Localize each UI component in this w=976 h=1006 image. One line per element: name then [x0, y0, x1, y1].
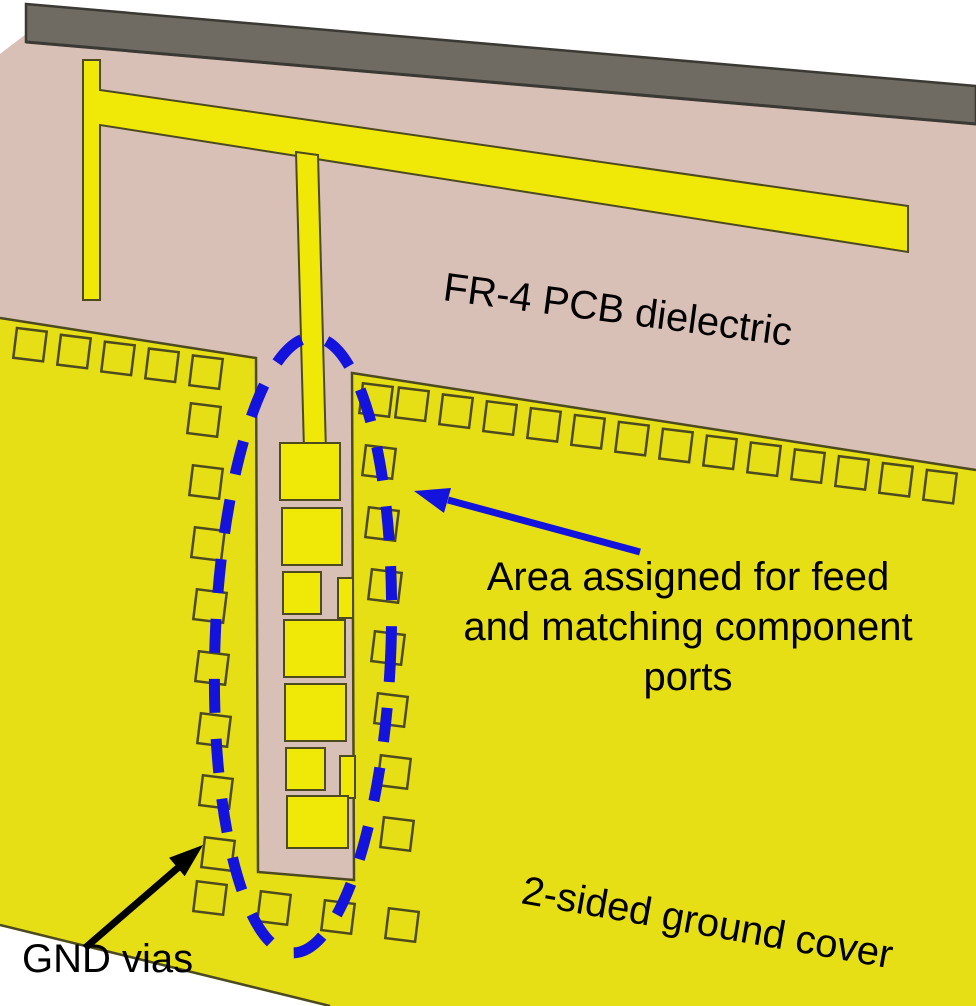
- gnd-via: [255, 889, 293, 927]
- board-top-edge-line: [25, 40, 976, 126]
- gnd-vias-arrow: [82, 845, 203, 951]
- component-pad: [281, 507, 343, 566]
- gnd-via: [789, 447, 827, 485]
- gnd-vias-arrow-shaft: [82, 863, 183, 951]
- component-pad: [285, 747, 326, 791]
- gnd-via: [437, 393, 475, 430]
- feed-area-arrow-head: [414, 488, 451, 513]
- gnd-via: [191, 879, 229, 917]
- gnd-via: [525, 406, 563, 443]
- component-pad: [286, 795, 349, 849]
- feed-trace-group: [82, 59, 909, 454]
- feed-trace-horizontal: [82, 59, 909, 301]
- gnd-via: [191, 587, 229, 625]
- component-pad: [279, 442, 341, 501]
- feed-area-arrow-shaft: [447, 496, 641, 556]
- gnd-via: [921, 468, 959, 505]
- gnd-via: [393, 386, 431, 423]
- label-gnd-vias: GND vias: [22, 937, 193, 981]
- gnd-via: [199, 835, 237, 873]
- component-pad: [284, 683, 347, 742]
- gnd-via: [143, 347, 181, 384]
- gnd-vias-arrow-head: [169, 845, 203, 877]
- label-feed-area-line1: Area assigned for feed: [487, 555, 889, 599]
- component-pad-small: [339, 755, 356, 799]
- gnd-via: [833, 454, 871, 492]
- gnd-via: [187, 463, 225, 501]
- board-bottom-edge-line: [0, 923, 331, 1006]
- component-pad-small: [337, 577, 354, 619]
- gnd-via: [701, 434, 739, 471]
- board-top-edge-strip: [24, 2, 976, 126]
- gnd-via: [613, 420, 651, 457]
- gnd-via: [185, 401, 223, 439]
- label-feed-area-line2: and matching component: [463, 605, 912, 649]
- gnd-via: [481, 399, 519, 437]
- feed-area-highlight-ellipse: [208, 331, 398, 959]
- gnd-via: [877, 461, 915, 498]
- gnd-via: [189, 525, 227, 563]
- gnd-via: [745, 441, 783, 478]
- gnd-via: [11, 326, 49, 363]
- gnd-via: [187, 354, 225, 391]
- ground-edge-outline: [0, 316, 976, 882]
- component-pad-stack: [279, 442, 356, 849]
- gnd-via: [383, 906, 421, 944]
- component-pad: [282, 571, 322, 615]
- gnd-via: [569, 413, 607, 450]
- feed-area-arrow: [414, 488, 641, 556]
- gnd-via: [378, 815, 416, 853]
- gnd-via: [657, 427, 695, 464]
- label-feed-area-line3: ports: [644, 655, 733, 699]
- gnd-via: [55, 333, 93, 370]
- gnd-via: [99, 340, 137, 377]
- ground-plane-region: [0, 318, 976, 1006]
- component-pad: [283, 619, 346, 678]
